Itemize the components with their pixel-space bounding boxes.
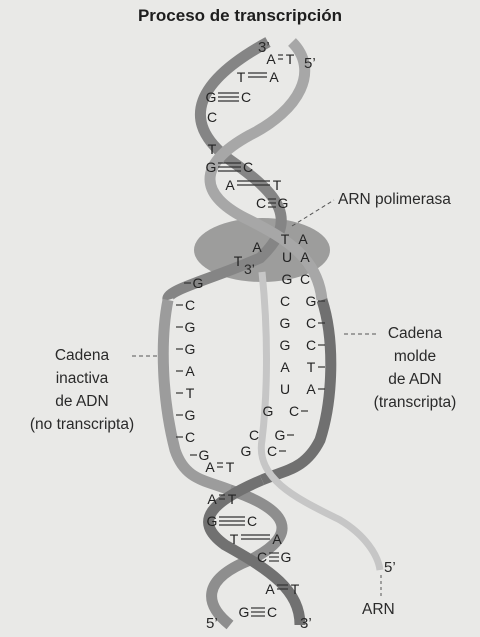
rna-pair-dna: U xyxy=(282,249,292,265)
template-dna-base: A xyxy=(306,381,316,397)
rna-end-5: 5’ xyxy=(384,556,396,579)
top-base-left: C xyxy=(256,195,266,211)
bottom-base-left: G xyxy=(239,604,250,620)
end-top-left: 3’ xyxy=(258,36,270,59)
template-rna-base: C xyxy=(280,293,290,309)
inactive-base: G xyxy=(193,275,204,291)
template-dna-base: G xyxy=(306,293,317,309)
inactive-base: G xyxy=(185,319,196,335)
template-rna-base: U xyxy=(280,381,290,397)
polymerase-leader xyxy=(292,200,334,226)
bottom-base-left: G xyxy=(207,513,218,529)
polymerase-label: ARN polimerasa xyxy=(338,188,451,211)
template-line-4: (transcripta) xyxy=(360,391,470,414)
template-rna-base: A xyxy=(280,359,290,375)
template-line-1: Cadena xyxy=(360,322,470,345)
bottom-base-left: A xyxy=(207,491,217,507)
inactive-strand-label: Cadena inactiva de ADN (no transcripta) xyxy=(8,344,156,436)
inactive-line-1: Cadena xyxy=(8,344,156,367)
top-base-left: T xyxy=(237,69,246,85)
rna-pair-rna: A xyxy=(298,231,308,247)
free-nucleotide: A xyxy=(252,239,262,255)
template-dna-base: T xyxy=(307,359,316,375)
template-dna-base: C xyxy=(306,337,316,353)
template-dna-base: C xyxy=(306,315,316,331)
top-base-right: C xyxy=(241,89,251,105)
top-base-right: A xyxy=(269,69,279,85)
template-dna-base: C xyxy=(289,403,299,419)
rna-pair-rna: C xyxy=(300,271,310,287)
rna-end-3: 3’ xyxy=(244,258,255,281)
template-strand-label: Cadena molde de ADN (transcripta) xyxy=(360,322,470,414)
end-bottom-left: 5’ xyxy=(206,612,218,635)
top-base-right: T xyxy=(273,177,282,193)
inactive-base: G xyxy=(185,341,196,357)
template-line-2: molde xyxy=(360,345,470,368)
top-base-left: T xyxy=(208,141,217,157)
dna-inactive-strand xyxy=(163,300,230,490)
bottom-base-left: T xyxy=(230,531,239,547)
inactive-line-4: (no transcripta) xyxy=(8,413,156,436)
top-base-right: G xyxy=(278,195,289,211)
rna-pair-dna: T xyxy=(281,231,290,247)
bottom-base-right: T xyxy=(228,491,237,507)
inactive-base: C xyxy=(185,297,195,313)
template-rna-base: G xyxy=(280,315,291,331)
template-rna-base: C xyxy=(249,427,259,443)
bottom-base-right: C xyxy=(247,513,257,529)
rna-pair-rna: A xyxy=(300,249,310,265)
top-base-left: G xyxy=(206,159,217,175)
top-base-left: C xyxy=(207,109,217,125)
template-dna-base: C xyxy=(267,443,277,459)
inactive-base: C xyxy=(185,429,195,445)
bottom-base-right: G xyxy=(281,549,292,565)
rna-pair-dna: G xyxy=(282,271,293,287)
rna-label: ARN xyxy=(362,598,395,621)
template-rna-base: G xyxy=(263,403,274,419)
bottom-base-right: A xyxy=(272,531,282,547)
bottom-base-left: A xyxy=(265,581,275,597)
template-rna-base: G xyxy=(241,443,252,459)
inactive-line-2: inactiva xyxy=(8,367,156,390)
free-nucleotide: T xyxy=(234,253,243,269)
inactive-line-3: de ADN xyxy=(8,390,156,413)
bottom-base-right: T xyxy=(226,459,235,475)
bottom-base-left: C xyxy=(257,549,267,565)
bottom-base-left: A xyxy=(205,459,215,475)
bottom-base-right: C xyxy=(267,604,277,620)
bottom-base-right: T xyxy=(291,581,300,597)
end-top-right: 5’ xyxy=(304,52,316,75)
top-base-right: T xyxy=(286,51,295,67)
end-bottom-right: 3’ xyxy=(300,612,312,635)
template-dna-base: G xyxy=(275,427,286,443)
inactive-base: A xyxy=(185,363,195,379)
inactive-base: T xyxy=(186,385,195,401)
top-base-right: C xyxy=(243,159,253,175)
template-rna-base: G xyxy=(280,337,291,353)
inactive-base: G xyxy=(185,407,196,423)
template-line-3: de ADN xyxy=(360,368,470,391)
top-base-left: A xyxy=(225,177,235,193)
top-base-left: G xyxy=(206,89,217,105)
